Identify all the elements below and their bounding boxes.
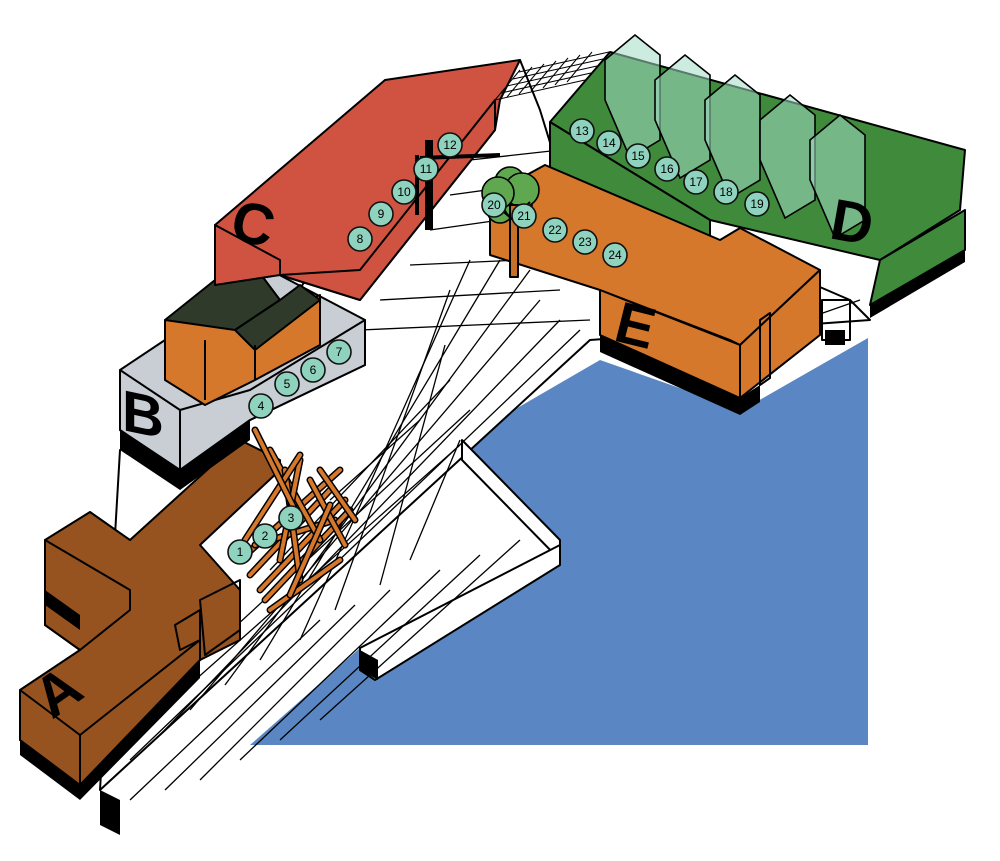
greenhouse-section xyxy=(654,53,711,180)
route-marker-number: 9 xyxy=(378,207,385,221)
route-marker[interactable]: 11 xyxy=(413,156,439,182)
route-marker-circle xyxy=(713,179,739,205)
route-marker-circle xyxy=(252,523,278,549)
route-marker-circle xyxy=(602,242,628,268)
route-marker-circle xyxy=(274,371,300,397)
route-marker[interactable]: 16 xyxy=(654,156,680,182)
branch xyxy=(243,453,302,542)
route-marker-circle xyxy=(596,130,622,156)
route-marker[interactable]: 9 xyxy=(368,201,394,227)
route-marker[interactable]: 1 xyxy=(227,539,253,565)
route-marker-circle xyxy=(326,339,352,365)
route-marker-number: 1 xyxy=(237,545,244,559)
route-marker[interactable]: 2 xyxy=(252,523,278,549)
greenhouse-icon xyxy=(604,33,866,240)
building-a[interactable]: A xyxy=(19,439,281,800)
route-marker[interactable]: 8 xyxy=(347,226,373,252)
building-c[interactable]: C xyxy=(214,51,610,301)
route-marker[interactable]: 21 xyxy=(511,203,537,229)
route-marker-number: 10 xyxy=(397,185,411,199)
route-marker-circle xyxy=(278,505,304,531)
route-marker-number: 2 xyxy=(262,529,269,543)
route-marker-circle xyxy=(683,169,709,195)
branch xyxy=(253,428,302,522)
building-d[interactable]: D xyxy=(549,33,966,318)
route-marker-number: 15 xyxy=(631,149,645,163)
branch-nest-icon xyxy=(236,426,359,614)
route-marker[interactable]: 14 xyxy=(596,130,622,156)
route-marker[interactable]: 23 xyxy=(572,229,598,255)
route-marker-number: 13 xyxy=(575,124,589,138)
greenhouse-section xyxy=(809,113,866,240)
route-marker-circle xyxy=(300,357,326,383)
route-marker-circle xyxy=(572,229,598,255)
route-marker-number: 12 xyxy=(443,138,457,152)
building-b-label: B xyxy=(122,379,164,452)
route-marker-number: 24 xyxy=(608,248,622,262)
route-marker[interactable]: 6 xyxy=(300,357,326,383)
route-marker-circle xyxy=(481,192,507,218)
route-marker[interactable]: 3 xyxy=(278,505,304,531)
route-marker-number: 14 xyxy=(602,136,616,150)
route-marker-circle xyxy=(744,191,770,217)
route-marker-circle xyxy=(391,179,417,205)
route-marker-circle xyxy=(248,393,274,419)
route-marker[interactable]: 4 xyxy=(248,393,274,419)
route-marker-circle xyxy=(413,156,439,182)
route-marker-circle xyxy=(347,226,373,252)
route-marker[interactable]: 12 xyxy=(437,132,463,158)
route-marker[interactable]: 7 xyxy=(326,339,352,365)
route-marker[interactable]: 19 xyxy=(744,191,770,217)
route-marker[interactable]: 17 xyxy=(683,169,709,195)
route-marker-number: 7 xyxy=(336,345,343,359)
route-marker[interactable]: 13 xyxy=(569,118,595,144)
route-marker-number: 20 xyxy=(487,198,501,212)
route-marker-number: 3 xyxy=(288,511,295,525)
route-marker-number: 18 xyxy=(719,185,733,199)
route-marker-circle xyxy=(569,118,595,144)
route-marker[interactable]: 18 xyxy=(713,179,739,205)
route-marker-circle xyxy=(511,203,537,229)
building-b[interactable]: B xyxy=(119,259,366,490)
building-e[interactable]: E xyxy=(489,164,851,415)
route-marker-circle xyxy=(625,143,651,169)
route-marker[interactable]: 10 xyxy=(391,179,417,205)
route-marker-number: 21 xyxy=(517,209,531,223)
route-marker-number: 22 xyxy=(548,223,562,237)
route-marker-number: 4 xyxy=(258,399,265,413)
route-marker-number: 11 xyxy=(420,162,433,176)
route-marker[interactable]: 22 xyxy=(542,217,568,243)
branch xyxy=(318,468,357,522)
branch xyxy=(288,503,332,597)
route-marker-number: 17 xyxy=(689,175,703,189)
route-marker-number: 8 xyxy=(357,232,364,246)
route-marker-circle xyxy=(368,201,394,227)
net-icon xyxy=(494,51,610,101)
route-marker[interactable]: 24 xyxy=(602,242,628,268)
route-marker[interactable]: 15 xyxy=(625,143,651,169)
route-marker-number: 16 xyxy=(660,162,674,176)
route-marker-circle xyxy=(227,539,253,565)
route-marker[interactable]: 5 xyxy=(274,371,300,397)
route-marker-number: 5 xyxy=(284,377,291,391)
route-marker-circle xyxy=(437,132,463,158)
route-marker-number: 23 xyxy=(578,235,592,249)
greenhouse-section xyxy=(759,93,816,220)
route-marker-circle xyxy=(654,156,680,182)
branch xyxy=(268,558,342,612)
route-marker-number: 19 xyxy=(750,197,764,211)
route-marker-number: 6 xyxy=(310,363,317,377)
route-marker[interactable]: 20 xyxy=(481,192,507,218)
route-marker-circle xyxy=(542,217,568,243)
ladder-icon xyxy=(415,140,501,230)
